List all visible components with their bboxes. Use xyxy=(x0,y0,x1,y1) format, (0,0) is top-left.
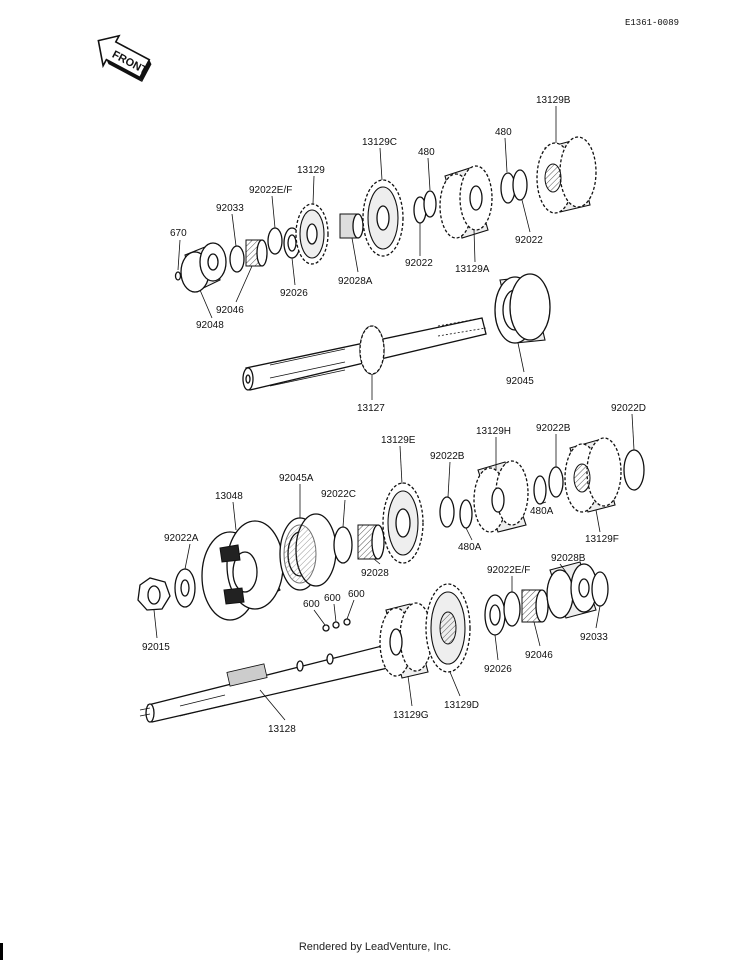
part-92026-washer-lower xyxy=(484,594,506,636)
label-92015: 92015 xyxy=(142,642,170,653)
part-92022-circlip-b xyxy=(512,169,528,201)
label-13048: 13048 xyxy=(215,491,243,502)
part-92022d-ring xyxy=(623,449,645,491)
upper-assembly xyxy=(174,136,597,391)
label-480-b: 480 xyxy=(495,127,512,138)
label-92045a: 92045A xyxy=(279,473,314,484)
part-92028a-bushing xyxy=(339,213,364,239)
part-600-ball-b xyxy=(332,621,340,629)
label-92046-b: 92046 xyxy=(525,650,553,661)
label-13129a: 13129A xyxy=(455,264,490,275)
label-13129: 13129 xyxy=(297,165,325,176)
lower-assembly xyxy=(137,437,645,723)
label-600-c: 600 xyxy=(348,589,365,600)
label-13129b: 13129B xyxy=(536,95,571,106)
part-600-ball-c xyxy=(343,618,351,626)
part-480a-circlip-b xyxy=(533,475,547,505)
part-92026-washer xyxy=(283,227,301,259)
part-92028-bushing xyxy=(357,524,385,560)
label-13129d: 13129D xyxy=(444,700,479,711)
label-13129g: 13129G xyxy=(393,710,429,721)
label-13129c: 13129C xyxy=(362,137,397,148)
label-92033-b: 92033 xyxy=(580,632,608,643)
part-13048-hub xyxy=(201,520,284,621)
part-13129b-gear xyxy=(536,136,597,214)
label-600-a: 600 xyxy=(303,599,320,610)
label-92046-a: 92046 xyxy=(216,305,244,316)
part-480a-circlip-a xyxy=(459,499,473,529)
part-13129c-gear xyxy=(362,179,404,257)
label-670: 670 xyxy=(170,228,187,239)
label-13129f: 13129F xyxy=(585,534,619,545)
label-13128: 13128 xyxy=(268,724,296,735)
label-13129h: 13129H xyxy=(476,426,511,437)
label-92045: 92045 xyxy=(506,376,534,387)
label-480a-a: 480A xyxy=(458,542,482,553)
label-13127: 13127 xyxy=(357,403,385,414)
footer-credit: Rendered by LeadVenture, Inc. xyxy=(298,941,452,953)
part-92045-bearing xyxy=(494,273,551,344)
corner-mark xyxy=(0,943,3,960)
label-480a-b: 480A xyxy=(530,506,554,517)
label-92022-a: 92022 xyxy=(405,258,433,269)
part-92022a-washer xyxy=(174,568,196,608)
part-92022ef-washer-lower xyxy=(503,591,521,627)
front-arrow: FRONT xyxy=(97,34,152,82)
part-13129d-gear xyxy=(425,583,471,673)
part-13129f-gear xyxy=(564,437,622,513)
part-92022c-ring xyxy=(333,526,353,564)
part-600-ball-a xyxy=(322,624,330,632)
label-600-b: 600 xyxy=(324,593,341,604)
label-92033-a: 92033 xyxy=(216,203,244,214)
label-92028a: 92028A xyxy=(338,276,373,287)
label-13129e: 13129E xyxy=(381,435,416,446)
label-92028b: 92028B xyxy=(551,553,586,564)
part-13129-gear xyxy=(295,203,329,265)
part-13129a-gear xyxy=(439,165,493,239)
part-92033-circlip-lower xyxy=(591,571,609,607)
part-92022b-circlip-b xyxy=(548,466,564,498)
leader-lines xyxy=(153,106,635,721)
label-92026-b: 92026 xyxy=(484,664,512,675)
part-92015-nut xyxy=(137,577,171,611)
label-92022c: 92022C xyxy=(321,489,356,500)
label-92022ef-a: 92022E/F xyxy=(249,185,292,196)
label-92022d: 92022D xyxy=(611,403,646,414)
part-92046-bearing xyxy=(245,239,268,267)
part-13128-shaft xyxy=(139,644,393,723)
part-92022ef-washer xyxy=(267,227,283,255)
part-92045a-bearing xyxy=(279,513,337,591)
label-92022b-b: 92022B xyxy=(536,423,571,434)
part-480-circlip-a xyxy=(423,190,437,218)
label-92026-a: 92026 xyxy=(280,288,308,299)
part-92028b-collar xyxy=(546,561,598,619)
label-92022a: 92022A xyxy=(164,533,199,544)
label-92022b-a: 92022B xyxy=(430,451,465,462)
label-92022-b: 92022 xyxy=(515,235,543,246)
part-13127-shaft xyxy=(242,317,487,391)
part-labels: 670 92033 92022E/F 13129 13129C 480 480 … xyxy=(142,95,646,735)
part-13129g-gear xyxy=(379,602,433,679)
part-670-pin xyxy=(174,271,182,281)
label-92022ef-b: 92022E/F xyxy=(487,565,530,576)
part-13129h-gear xyxy=(473,460,529,533)
part-92033-circlip xyxy=(229,245,245,273)
label-92028: 92028 xyxy=(361,568,389,579)
part-92048-collar xyxy=(180,242,227,293)
part-92022b-circlip-a xyxy=(439,496,455,528)
label-92048: 92048 xyxy=(196,320,224,331)
diagram-code: E1361-0089 xyxy=(625,18,680,28)
part-13129e-gear xyxy=(382,482,424,564)
label-480-a: 480 xyxy=(418,147,435,158)
part-92046-bearing-lower xyxy=(521,589,549,623)
